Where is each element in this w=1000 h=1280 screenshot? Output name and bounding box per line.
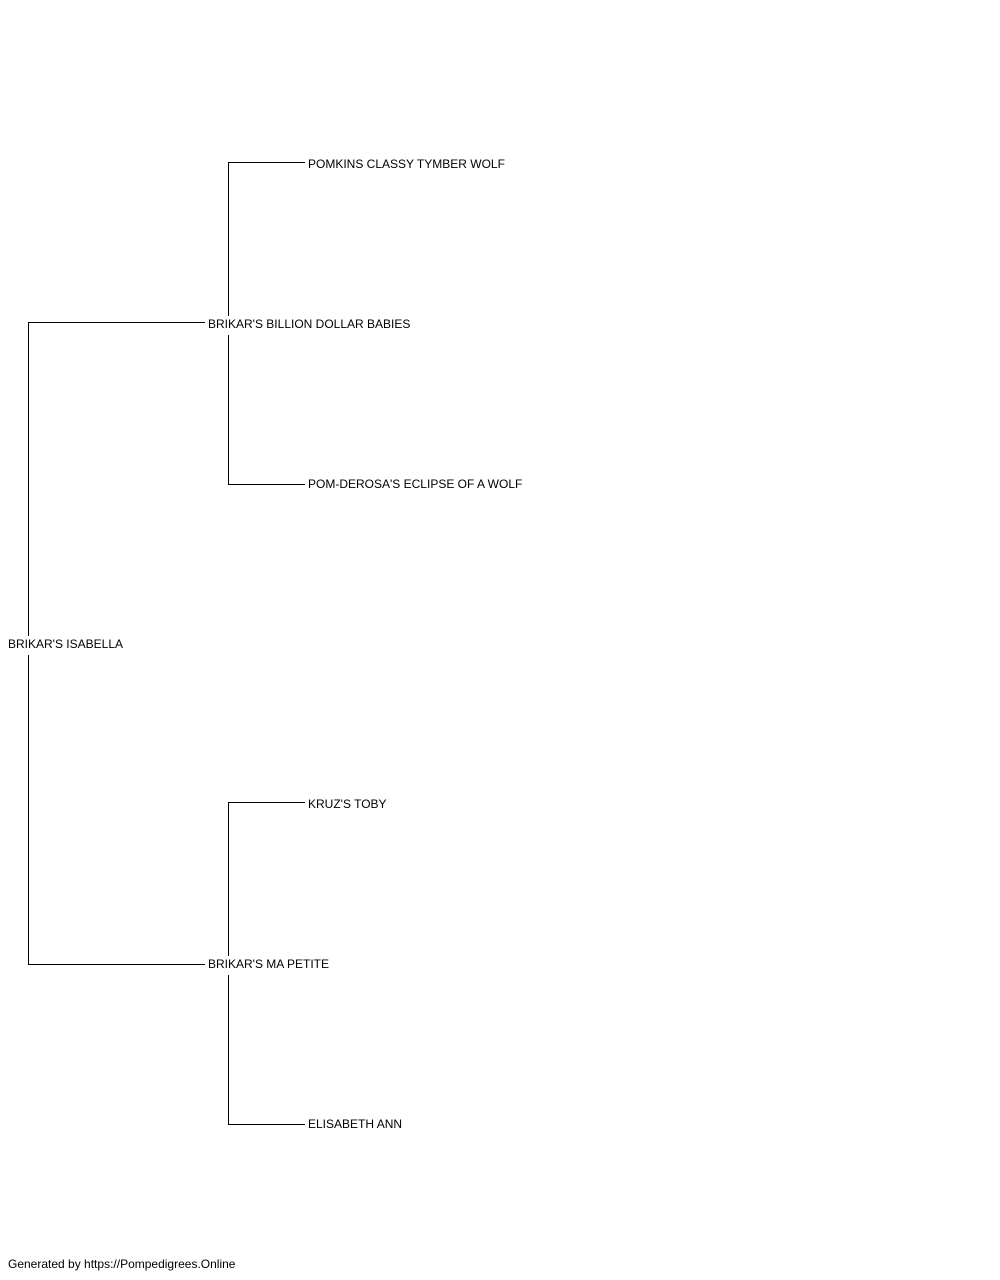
connector-sire-dam xyxy=(228,335,305,485)
sire-dam-name: POM-DEROSA'S ECLIPSE OF A WOLF xyxy=(308,477,523,491)
connector-subject-dam xyxy=(28,655,205,965)
sire-sire-name: POMKINS CLASSY TYMBER WOLF xyxy=(308,157,505,171)
dam-sire-name: KRUZ'S TOBY xyxy=(308,797,387,811)
subject-name: BRIKAR'S ISABELLA xyxy=(8,637,124,651)
dam-dam-name: ELISABETH ANN xyxy=(308,1117,403,1131)
connector-subject-sire xyxy=(28,322,205,636)
connector-sire-sire xyxy=(228,162,305,316)
connector-dam-sire xyxy=(228,802,305,956)
sire-name: BRIKAR'S BILLION DOLLAR BABIES xyxy=(208,317,411,331)
dam-name: BRIKAR'S MA PETITE xyxy=(208,957,329,971)
connector-dam-dam xyxy=(228,975,305,1125)
generated-by-footer: Generated by https://Pompedigrees.Online xyxy=(8,1257,236,1271)
